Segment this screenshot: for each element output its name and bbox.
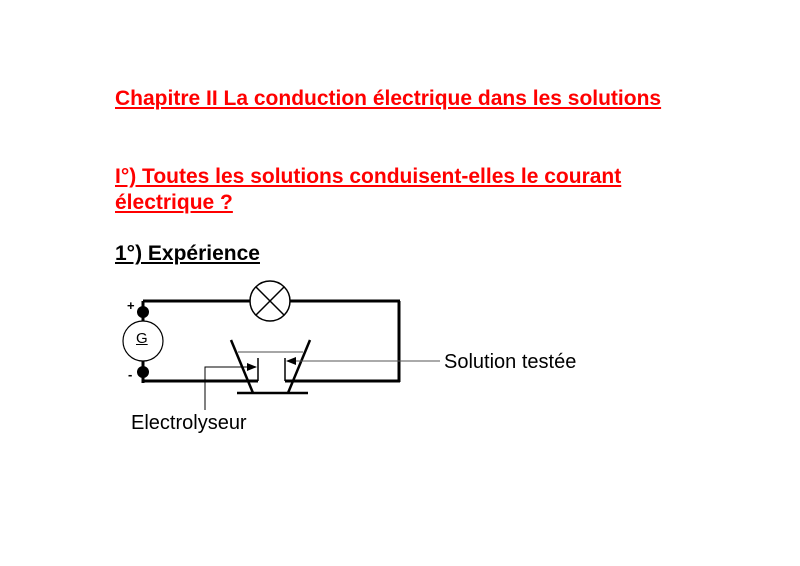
subsection-title: 1°) Expérience [115, 242, 260, 265]
plus-sign: + [127, 298, 135, 313]
minus-sign: - [128, 367, 133, 382]
electrolyseur-label: Electrolyseur [131, 412, 247, 434]
solution-label: Solution testée [444, 351, 577, 373]
chapter-title: Chapitre II La conduction électrique dan… [115, 87, 662, 110]
beaker-icon [229, 339, 312, 395]
electrodes [257, 358, 286, 381]
lamp-icon [249, 280, 291, 322]
section-title: I°) Toutes les solutions conduisent-elle… [115, 165, 622, 214]
generator-icon [122, 306, 164, 378]
electrolyseur-pointer [204, 363, 257, 410]
generator-label: G [136, 330, 148, 347]
wires [141, 299, 401, 383]
